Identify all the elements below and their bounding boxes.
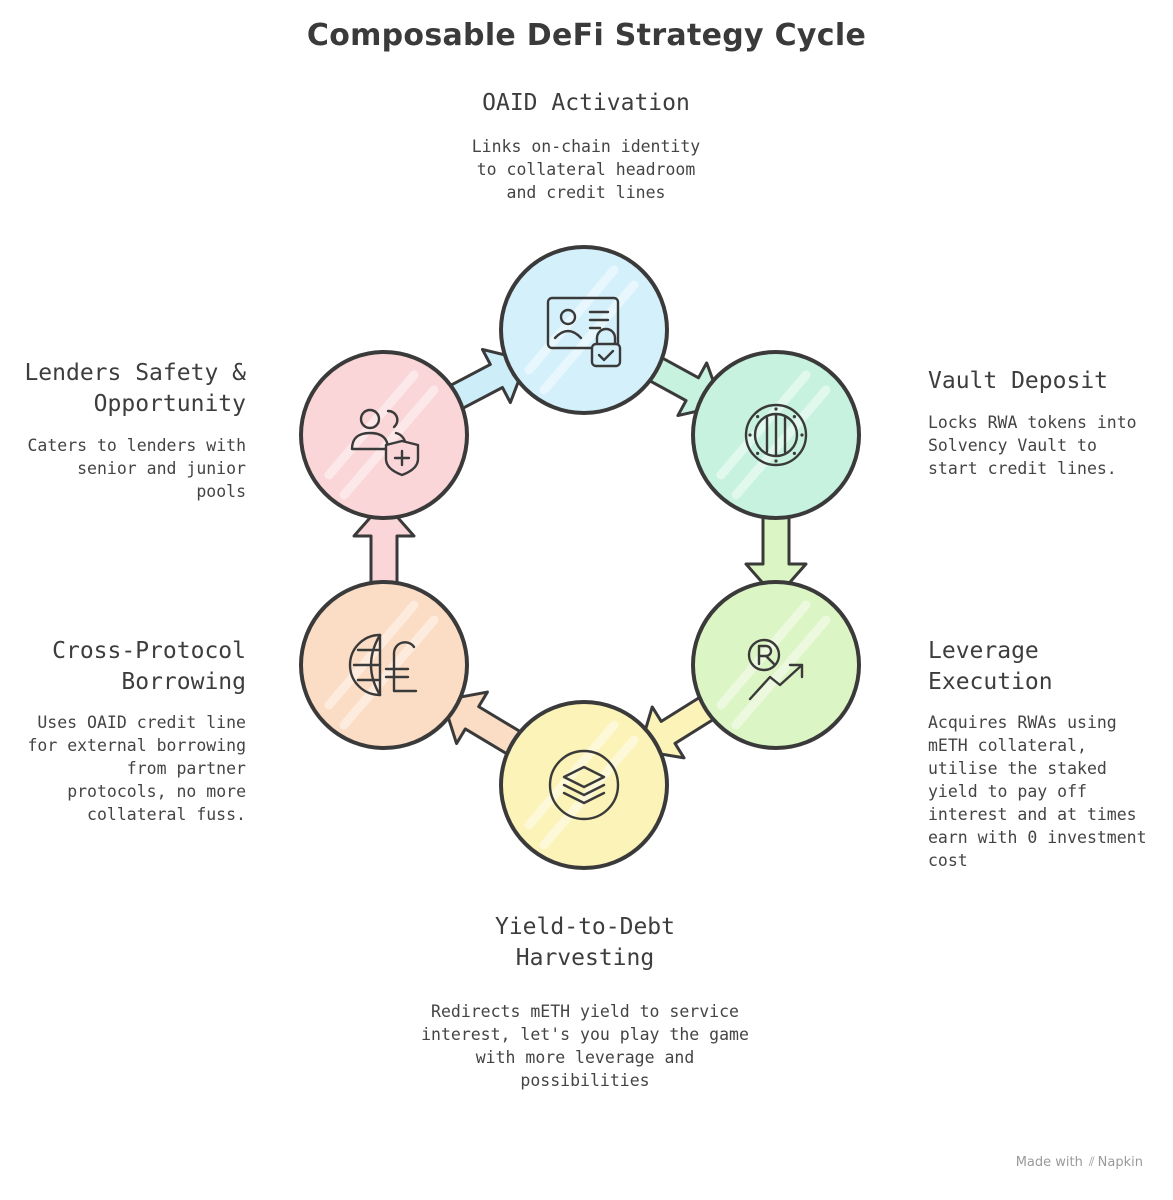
users-shield-icon — [350, 408, 420, 477]
watermark-prefix: Made with — [1015, 1155, 1083, 1170]
cycle-nodes — [299, 245, 861, 870]
diagram-title: Composable DeFi Strategy Cycle — [306, 18, 867, 53]
step-title-yield-to-debt-harvesting: Yield-to-Debt Harvesting — [494, 914, 675, 971]
step-title-lenders-safety-opportunity: Lenders Safety & Opportunity — [24, 360, 246, 417]
step-description-leverage-execution: Acquires RWAs using mETH collateral, uti… — [928, 713, 1147, 870]
cycle-node-vault — [691, 350, 861, 520]
vault-icon — [744, 403, 808, 467]
step-description-vault-deposit: Locks RWA tokens into Solvency Vault to … — [928, 413, 1137, 478]
step-description-lenders-safety-opportunity: Caters to lenders with senior and junior… — [27, 436, 246, 501]
napkin-logo-icon: ⫽ — [1088, 1155, 1095, 1170]
globe-pound-icon — [348, 633, 418, 697]
cycle-node-borrow — [299, 580, 469, 750]
step-title-vault-deposit: Vault Deposit — [928, 368, 1109, 394]
cycle-node-yield — [499, 700, 669, 870]
step-title-cross-protocol-borrowing: Cross-Protocol Borrowing — [52, 638, 246, 695]
step-description-oaid-activation: Links on-chain identity to collateral he… — [471, 137, 701, 202]
watermark-brand: Napkin — [1097, 1155, 1143, 1170]
id-card-lock-icon — [546, 296, 622, 368]
step-title-oaid-activation: OAID Activation — [482, 90, 690, 116]
cycle-node-leverage — [691, 580, 861, 750]
step-description-yield-to-debt-harvesting: Redirects mETH yield to service interest… — [421, 1002, 749, 1090]
layers-icon — [548, 749, 620, 821]
step-title-leverage-execution: Leverage Execution — [928, 638, 1053, 695]
cycle-node-lenders — [299, 350, 469, 520]
growth-chart-icon — [747, 638, 804, 701]
cycle-node-oaid — [499, 245, 669, 415]
made-with-napkin-watermark: Made with ⫽Napkin — [1016, 1155, 1143, 1170]
step-description-cross-protocol-borrowing: Uses OAID credit line for external borro… — [27, 713, 246, 824]
